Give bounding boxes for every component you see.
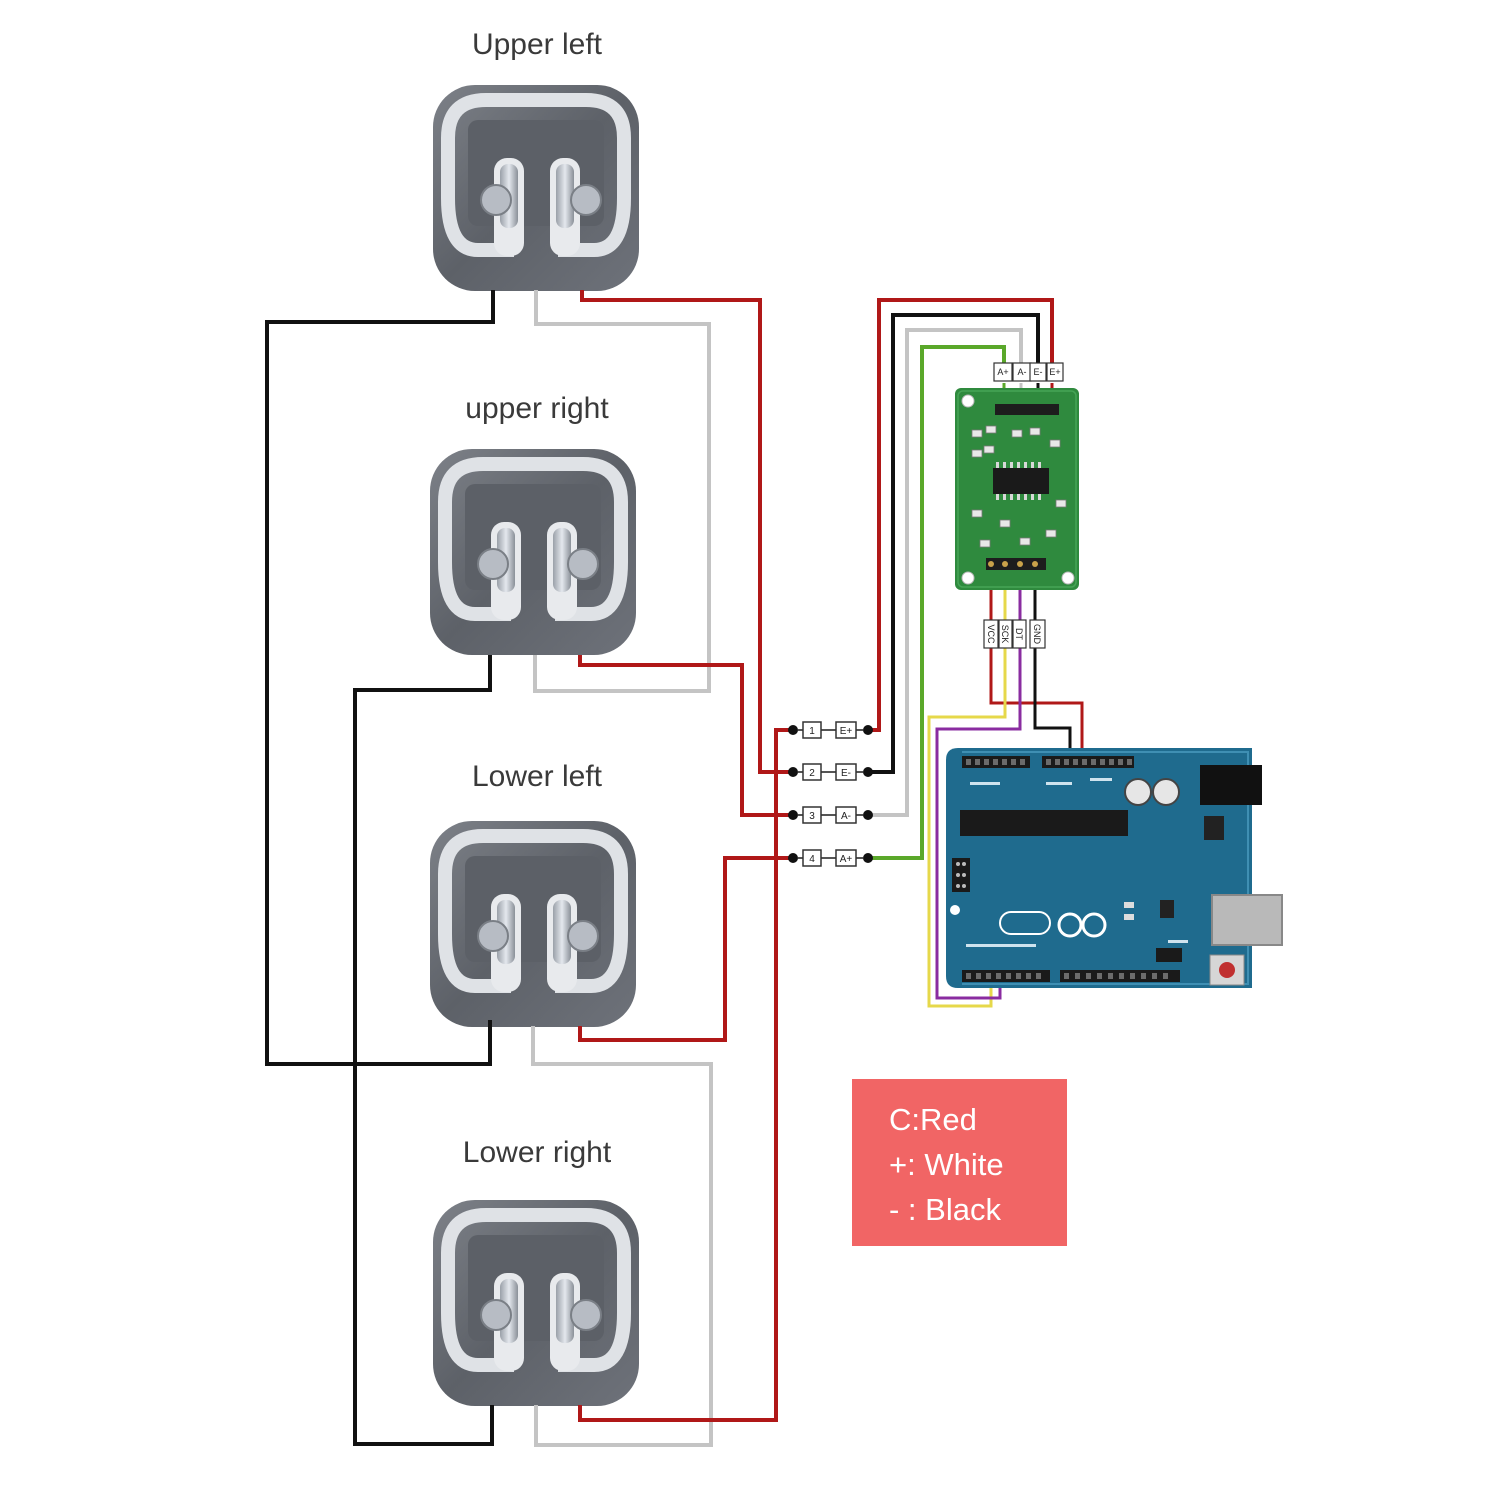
arduino-board bbox=[946, 748, 1283, 988]
legend-line-black: - : Black bbox=[889, 1192, 1001, 1227]
terminal-block: 1 E+ 2 E- 3 A- 4 A+ bbox=[788, 721, 873, 867]
terminal-label-a-minus: A- bbox=[841, 811, 851, 822]
hx711-pin-sck: SCK bbox=[1000, 625, 1010, 644]
load-cell-label-upper-right: upper right bbox=[465, 392, 609, 425]
load-cell-lower-left bbox=[430, 821, 636, 1027]
hx711-module: A+ A- E- E+ VCC SCK DT GND bbox=[955, 362, 1079, 649]
load-cell-label-lower-left: Lower left bbox=[471, 760, 603, 793]
terminal-number-4: 4 bbox=[809, 854, 815, 865]
white-wire-a-minus bbox=[872, 328, 1023, 817]
purple-wire-dt bbox=[935, 565, 1022, 1000]
terminal-row-2: 2 E- bbox=[788, 763, 873, 781]
red-wire-e-plus bbox=[872, 298, 1054, 732]
red-wire-upper-right bbox=[578, 655, 790, 817]
load-cell-upper-right bbox=[430, 449, 636, 655]
hx711-pin-gnd: GND bbox=[1032, 624, 1042, 645]
white-wire-ll-lr bbox=[531, 1026, 713, 1447]
load-cell-lower-right bbox=[433, 1200, 639, 1406]
black-wire-ur-lr bbox=[353, 655, 494, 1446]
yellow-wire-sck bbox=[927, 565, 1007, 1008]
terminal-row-4: 4 A+ bbox=[788, 849, 873, 867]
load-cell-upper-left bbox=[433, 85, 639, 291]
usb-port bbox=[1211, 894, 1283, 946]
legend-line-white: +: White bbox=[889, 1147, 1004, 1182]
terminal-number-1: 1 bbox=[809, 726, 815, 737]
white-wire-ul-ur bbox=[533, 290, 711, 693]
legend-line-red: C:Red bbox=[889, 1102, 977, 1137]
terminal-row-1: 1 E+ bbox=[788, 721, 873, 739]
hx711-chip bbox=[993, 468, 1049, 494]
black-wire-ul-ll bbox=[265, 290, 495, 1066]
terminal-label-e-plus: E+ bbox=[840, 726, 853, 737]
hx711-pin-vcc: VCC bbox=[986, 624, 996, 644]
red-wire-lower-left bbox=[578, 856, 790, 1042]
red-wire-upper-left bbox=[580, 290, 790, 774]
terminal-label-a-plus: A+ bbox=[840, 854, 853, 865]
hx711-pin-dt: DT bbox=[1014, 628, 1024, 640]
red-wire-lower-right bbox=[578, 728, 790, 1422]
terminal-label-e-minus: E- bbox=[841, 768, 851, 779]
microcontroller-chip bbox=[960, 810, 1128, 836]
black-wire-e-minus bbox=[872, 313, 1040, 774]
load-cell-label-lower-right: Lower right bbox=[462, 1136, 612, 1169]
hx711-pin-e-plus: E+ bbox=[1049, 367, 1060, 377]
hx711-pin-a-plus: A+ bbox=[997, 367, 1008, 377]
color-legend: C:Red +: White - : Black bbox=[852, 1079, 1067, 1246]
black-wire-gnd bbox=[1033, 565, 1072, 760]
green-wire-a-plus bbox=[872, 345, 1006, 860]
load-cell-label-upper-left: Upper left bbox=[471, 28, 603, 61]
power-jack bbox=[1200, 765, 1262, 805]
terminal-number-3: 3 bbox=[809, 811, 815, 822]
hx711-pin-e-minus: E- bbox=[1034, 367, 1043, 377]
terminal-number-2: 2 bbox=[809, 768, 815, 779]
hx711-pin-a-minus: A- bbox=[1018, 367, 1027, 377]
terminal-row-3: 3 A- bbox=[788, 806, 873, 824]
